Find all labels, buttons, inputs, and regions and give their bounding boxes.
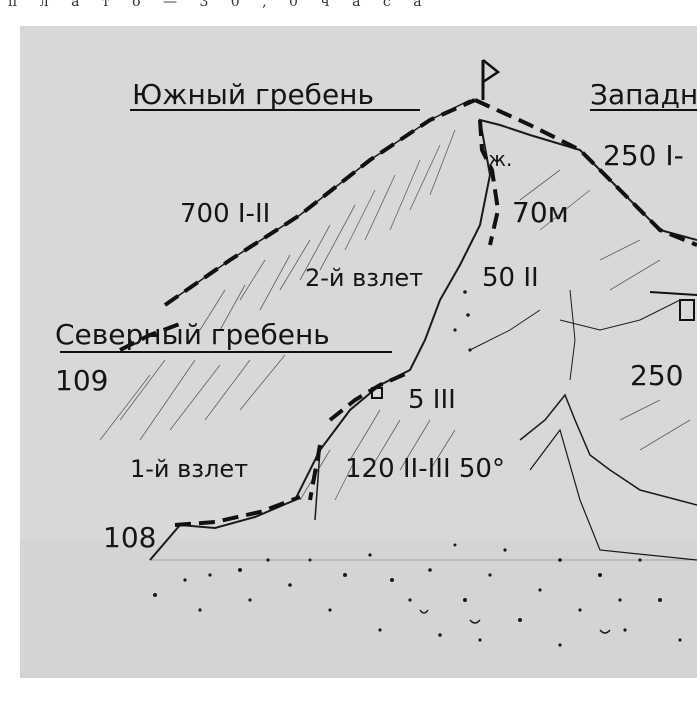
pitch-70m-label: 70м (512, 196, 569, 229)
pitch-zh-label: ж. (488, 147, 512, 171)
scree-dots (153, 290, 682, 647)
mountain-outline (149, 118, 697, 561)
mountain-diagram: Южный гребень Западн Северный гребень 70… (20, 26, 697, 678)
second-step-label: 2-й взлет (305, 264, 423, 292)
route-dashed (119, 98, 697, 527)
west-ridge-grade-label: 250 I- (603, 139, 684, 172)
header-text: п л а т о — 3 0 , 0 ч а с а (8, 0, 431, 10)
west-ridge-label: Западн (590, 78, 697, 111)
diagram-photo: Южный гребень Западн Северный гребень 70… (20, 26, 697, 678)
point-108-label: 108 (103, 521, 156, 554)
first-step-grade-label: 120 II-III 50° (345, 454, 505, 484)
first-step-label: 1-й взлет (130, 455, 248, 483)
face-hatching (99, 129, 691, 501)
point-109-label: 109 (55, 364, 108, 397)
south-ridge-grade-label: 700 I-II (180, 199, 270, 229)
summit-flag-icon (481, 59, 501, 100)
west-lower-grade-label: 250 (630, 359, 683, 392)
pitch-5-label: 5 III (408, 385, 456, 415)
south-ridge-label: Южный гребень (132, 78, 374, 111)
north-ridge-label: Северный гребень (55, 318, 330, 351)
second-step-grade-label: 50 II (482, 263, 539, 293)
